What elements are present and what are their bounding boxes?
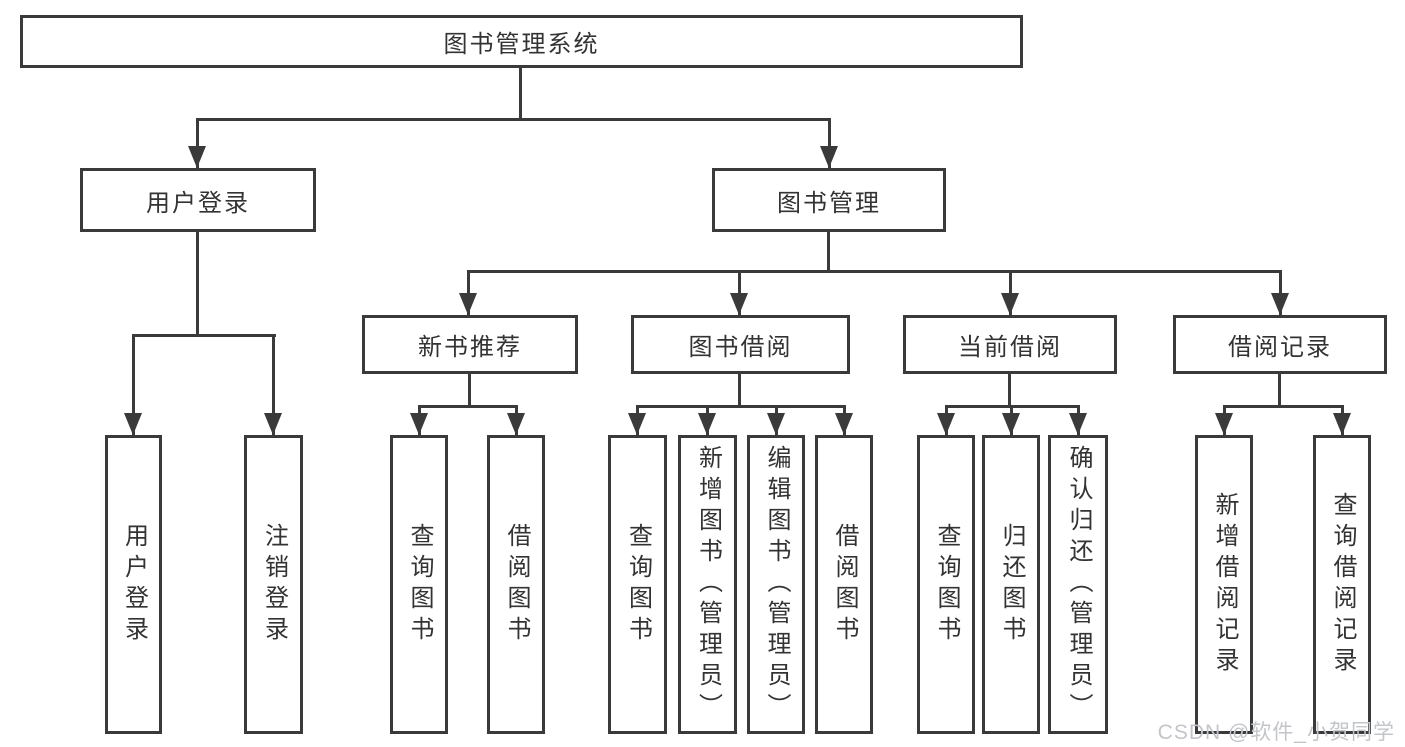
arrowhead-icon [1333, 413, 1351, 435]
node-label: 编辑图书（管理员） [763, 445, 790, 724]
connector-root-rail [196, 118, 831, 121]
node-label: 查询借阅记录 [1329, 491, 1356, 678]
node-label: 确认归还（管理员） [1065, 445, 1092, 724]
leaf-return-books: 归还图书 [982, 435, 1040, 734]
connector-book-borrow-stem [738, 372, 741, 408]
node-label: 借阅图书 [831, 522, 858, 647]
node-label: 查询图书 [933, 522, 960, 647]
node-book-borrowing: 图书借阅 [631, 315, 850, 374]
arrowhead-icon [507, 413, 525, 435]
leaf-logout: 注销登录 [244, 435, 303, 734]
node-label: 查询图书 [624, 522, 652, 647]
leaf-query-books-2: 查询图书 [608, 435, 667, 734]
connector-drop-user-login [196, 118, 199, 168]
node-label: 新增借阅记录 [1211, 491, 1238, 678]
node-label: 用户登录 [120, 522, 148, 647]
leaf-add-borrow-record: 新增借阅记录 [1195, 435, 1253, 734]
arrowhead-icon [820, 146, 838, 168]
node-label: 查询图书 [406, 522, 433, 647]
node-root-book-management-system: 图书管理系统 [20, 15, 1023, 68]
leaf-edit-books-admin: 编辑图书（管理员） [747, 435, 805, 734]
connector-new-books-stem [468, 372, 471, 408]
connector-drop-leaf [132, 334, 135, 435]
arrowhead-icon [124, 413, 142, 435]
arrowhead-icon [1069, 413, 1087, 435]
connector-book-management-rail [467, 270, 1282, 273]
node-borrowing-records: 借阅记录 [1173, 315, 1387, 374]
node-current-borrowing: 当前借阅 [903, 315, 1117, 374]
connector-current-borrow-stem [1008, 372, 1011, 408]
node-label: 注销登录 [260, 522, 288, 647]
arrowhead-icon [1001, 293, 1019, 315]
arrowhead-icon [628, 413, 646, 435]
arrowhead-icon [459, 293, 477, 315]
arrowhead-icon [730, 293, 748, 315]
arrowhead-icon [937, 413, 955, 435]
connector-root-stem [519, 68, 522, 120]
arrowhead-icon [1271, 293, 1289, 315]
node-book-management: 图书管理 [712, 168, 946, 232]
connector-drop-leaf [272, 334, 275, 435]
arrowhead-icon [1215, 413, 1233, 435]
connector-book-management-stem [827, 230, 830, 273]
leaf-borrow-books-2: 借阅图书 [815, 435, 873, 734]
node-label: 图书管理 [777, 189, 881, 217]
node-label: 图书借阅 [688, 334, 793, 361]
leaf-borrow-books-1: 借阅图书 [487, 435, 545, 734]
connector-user-login-stem [196, 230, 199, 337]
connector-book-borrow-rail [636, 405, 846, 408]
leaf-add-books-admin: 新增图书（管理员） [678, 435, 737, 734]
arrowhead-icon [264, 413, 282, 435]
node-label: 借阅图书 [503, 522, 530, 647]
connector-drop-book-management [828, 118, 831, 168]
node-label: 用户登录 [146, 189, 250, 217]
leaf-query-books-3: 查询图书 [917, 435, 975, 734]
arrowhead-icon [188, 146, 206, 168]
csdn-watermark: CSDN @软件_小贺同学 [1157, 721, 1395, 744]
connector-drop-borrow-records [1279, 270, 1282, 315]
leaf-confirm-return-admin: 确认归还（管理员） [1048, 435, 1108, 734]
node-label: 新书推荐 [418, 334, 522, 361]
leaf-query-books-1: 查询图书 [390, 435, 448, 734]
arrowhead-icon [1002, 413, 1020, 435]
connector-borrow-records-stem [1278, 372, 1281, 408]
node-label: 新增图书（管理员） [694, 445, 722, 724]
node-label: 图书管理系统 [443, 31, 600, 58]
arrowhead-icon [698, 413, 716, 435]
node-label: 归还图书 [998, 522, 1025, 647]
connector-borrow-records-rail [1223, 405, 1344, 408]
leaf-query-borrow-record: 查询借阅记录 [1313, 435, 1371, 734]
arrowhead-icon [410, 413, 428, 435]
node-new-book-recommend: 新书推荐 [362, 315, 578, 374]
node-user-login: 用户登录 [80, 168, 316, 232]
node-label: 当前借阅 [958, 334, 1062, 361]
connector-drop-book-borrow [738, 270, 741, 315]
connector-drop-current-borrow [1009, 270, 1012, 315]
connector-user-login-rail [132, 334, 276, 337]
leaf-user-login: 用户登录 [105, 435, 162, 734]
connector-new-books-rail [418, 405, 518, 408]
arrowhead-icon [767, 413, 785, 435]
connector-drop-new-books [467, 270, 470, 315]
node-label: 借阅记录 [1228, 334, 1332, 361]
arrowhead-icon [835, 413, 853, 435]
